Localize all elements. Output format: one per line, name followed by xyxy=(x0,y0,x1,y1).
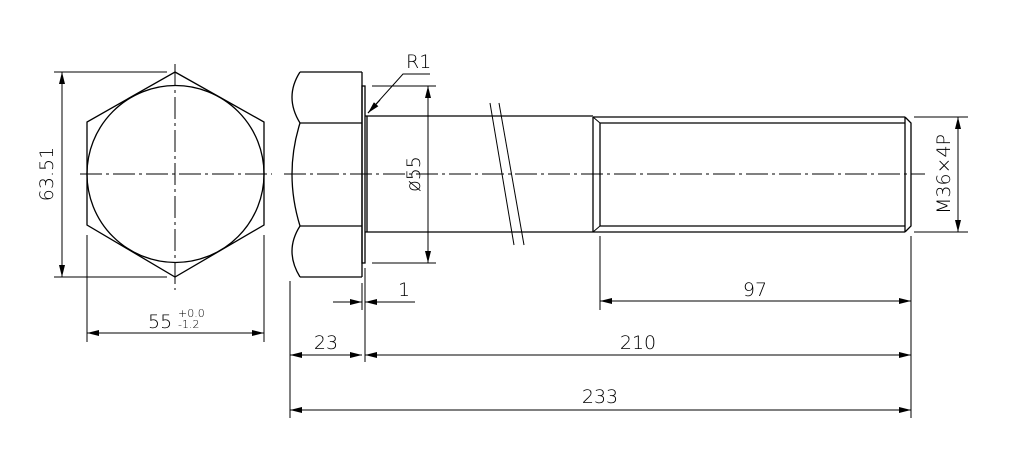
dim-text-fillet-radius: R1 xyxy=(406,51,431,73)
dim-thread-length: 97 xyxy=(599,236,912,418)
dim-fillet-radius: R1 xyxy=(367,51,431,114)
tol-lower: -1.2 xyxy=(178,318,199,331)
dim-text-washer-face: 1 xyxy=(398,279,410,301)
dim-washer-face: 1 xyxy=(333,268,415,362)
dim-across-flats: 55 +0.0 -1.2 xyxy=(86,235,265,342)
tol-upper: +0.0 xyxy=(178,307,205,320)
dim-text-shank-length: 210 xyxy=(620,332,656,354)
dim-shank-length: 210 xyxy=(365,332,911,358)
dim-text-across-flats: 55 xyxy=(148,311,172,333)
dim-across-corners: 63.51 xyxy=(36,71,167,278)
dim-text-shank-diameter: ø55 xyxy=(403,156,425,192)
dim-text-total-length: 233 xyxy=(582,386,618,408)
side-view: R1 ø55 M36×4P 1 97 xyxy=(284,51,968,418)
dim-thread: M36×4P xyxy=(914,116,968,233)
dim-text-thread: M36×4P xyxy=(933,134,955,214)
dim-text-thread-length: 97 xyxy=(743,279,767,301)
dim-total-length: 233 xyxy=(290,386,911,413)
break-line xyxy=(498,102,525,246)
end-view: 63.51 55 +0.0 -1.2 xyxy=(36,64,272,342)
dim-text-head-height: 23 xyxy=(314,332,338,354)
dim-shank-diameter: ø55 xyxy=(372,85,436,264)
dim-head-height: 23 xyxy=(289,281,362,418)
dim-text-across-corners: 63.51 xyxy=(36,147,58,201)
